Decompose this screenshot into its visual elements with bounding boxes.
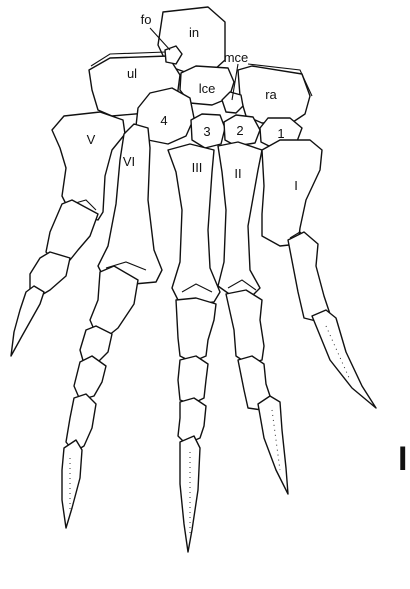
label-digit-VI: VI xyxy=(123,154,135,169)
label-in: in xyxy=(189,25,199,40)
phalanx-II-1-bone xyxy=(226,290,264,364)
label-digit-III: III xyxy=(192,160,203,175)
label-digit-V: V xyxy=(87,132,96,147)
label-mce: mce xyxy=(224,50,249,65)
phalanx-III-2-bone xyxy=(178,356,208,404)
phalanx-VI-1-bone xyxy=(90,266,138,336)
claw-II-bone xyxy=(258,396,288,494)
label-carpal-2: 2 xyxy=(236,123,243,138)
label-fo: fo xyxy=(141,12,152,27)
label-ra: ra xyxy=(265,87,277,102)
label-digit-I: I xyxy=(294,178,298,193)
claw-III-bone xyxy=(180,436,200,552)
claw-VI-bone xyxy=(62,440,82,528)
metacarpal-I-bone xyxy=(262,140,322,246)
label-ul: ul xyxy=(127,66,137,81)
label-carpal-4: 4 xyxy=(160,113,167,128)
label-carpal-3: 3 xyxy=(203,124,210,139)
phalanx-I-1-bone xyxy=(288,232,330,322)
claw-V-bone xyxy=(11,286,44,356)
panel-letter: I xyxy=(398,440,407,478)
label-digit-II: II xyxy=(234,166,241,181)
label-lce: lce xyxy=(199,81,216,96)
phalanx-VI-3-bone xyxy=(74,356,106,400)
phalanx-III-1-bone xyxy=(176,298,216,362)
claw-I-bone xyxy=(312,310,376,408)
label-carpal-1: 1 xyxy=(277,126,284,141)
